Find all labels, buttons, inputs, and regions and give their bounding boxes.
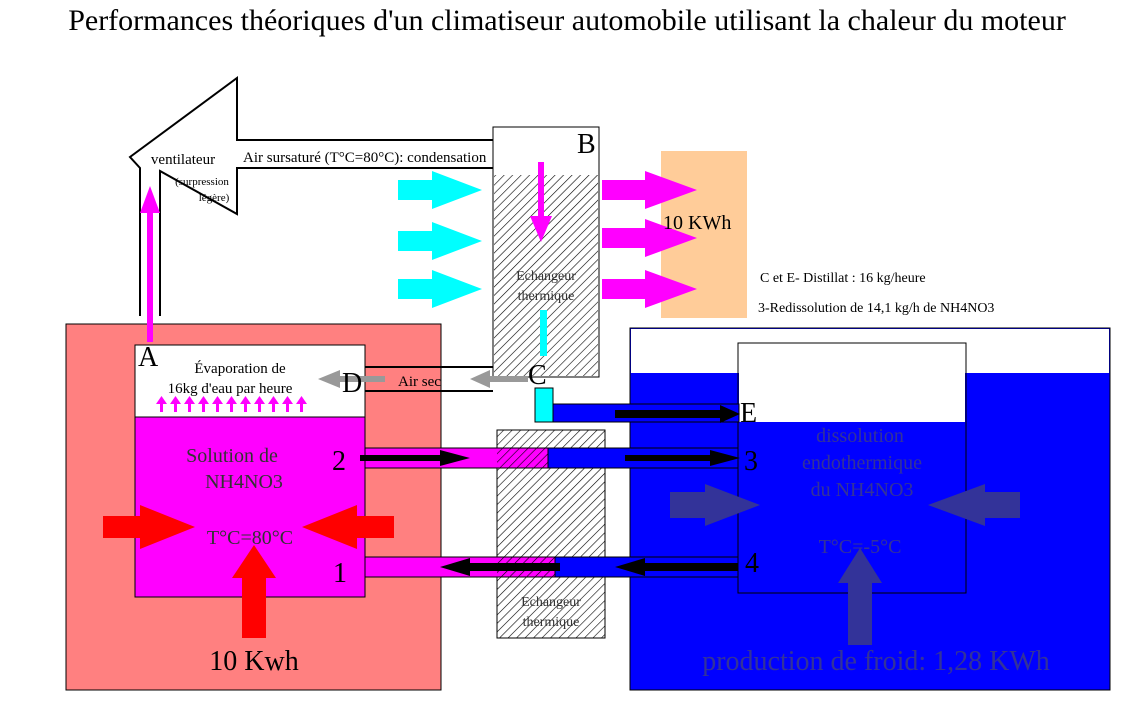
point-3: 3 [744, 446, 758, 477]
distillate-flow-arrow-e [615, 405, 740, 423]
fan-note-line1: (surpression [175, 176, 229, 188]
dissolution-line2: endothermique [802, 452, 922, 474]
cool-air-arrow-2 [398, 222, 482, 260]
distillate-pipe-vertical [534, 387, 554, 423]
heat-arrow-up [232, 545, 276, 638]
cold-temperature: T°C=-5°C [819, 536, 902, 558]
pipe-2-3-exchange [497, 448, 548, 468]
cold-arrow-up [838, 548, 882, 645]
heat-arrow-right [302, 505, 394, 549]
evaporation-line1: Évaporation de [194, 360, 286, 377]
point-1: 1 [333, 558, 347, 589]
fan-note-line2: légère) [199, 192, 230, 204]
cold-arrow-right [928, 484, 1020, 526]
top-exchanger-label-line1: Echangeur [516, 269, 576, 284]
info-line2: 3-Redissolution de 14,1 kg/h de NH4NO3 [758, 301, 994, 316]
dissolution-vessel-headspace [739, 344, 965, 422]
duct-lower-outline [159, 167, 493, 316]
point-2: 2 [332, 446, 346, 477]
solution-label-line1: Solution de [186, 445, 278, 467]
distillate-flow-arrow [539, 310, 547, 356]
fan-housing-outline [128, 76, 493, 316]
solution-reservoir [134, 416, 366, 598]
condensation-down-arrow [530, 162, 552, 242]
dissolution-line3: du NH4NO3 [811, 479, 914, 501]
heat-output-label: 10 KWh [663, 212, 731, 234]
diagram-title: Performances théoriques d'un climatiseur… [68, 4, 1066, 37]
solution-temperature: T°C=80°C [207, 527, 293, 549]
cool-air-arrow-1 [398, 171, 482, 209]
air-sec-label: Air sec [398, 374, 441, 390]
dissolution-line1: dissolution [816, 425, 904, 447]
point-d: D [342, 368, 362, 399]
bottom-exchanger-label-line2: thermique [523, 615, 580, 630]
flow-arrow-2 [360, 450, 470, 466]
point-c: C [528, 360, 547, 391]
cold-production-label: production de froid: 1,28 KWh [702, 646, 1050, 677]
cold-arrow-left [670, 484, 760, 526]
top-exchanger-label-line2: thermique [518, 289, 575, 304]
heat-out-arrow-1 [602, 171, 697, 209]
info-line1: C et E- Distillat : 16 kg/heure [760, 271, 926, 286]
evaporation-arrows [156, 396, 307, 412]
flow-arrow-4 [615, 558, 738, 576]
flow-arrow-1 [440, 558, 560, 576]
bottom-exchanger-label-line1: Echangeur [521, 595, 581, 610]
point-a: A [138, 342, 159, 373]
cool-air-arrow-3 [398, 270, 482, 308]
air-sec-arrow-left [318, 370, 385, 388]
heat-arrow-left [103, 505, 195, 549]
fan-label: ventilateur [151, 152, 215, 168]
duct-label: Air sursaturé (T°C=80°C): condensation [243, 150, 487, 166]
heat-out-arrow-3 [602, 270, 697, 308]
air-sec-arrow-right [470, 370, 528, 388]
point-b: B [577, 129, 596, 160]
air-rise-arrow [140, 186, 160, 342]
point-e: E [740, 398, 757, 429]
point-4: 4 [745, 548, 759, 579]
solution-label-line2: NH4NO3 [205, 471, 283, 493]
evaporation-line2: 16kg d'eau par heure [168, 381, 293, 397]
flow-arrow-3 [625, 450, 740, 466]
heat-input-label: 10 Kwh [209, 646, 298, 677]
heat-out-arrow-2 [602, 219, 697, 257]
